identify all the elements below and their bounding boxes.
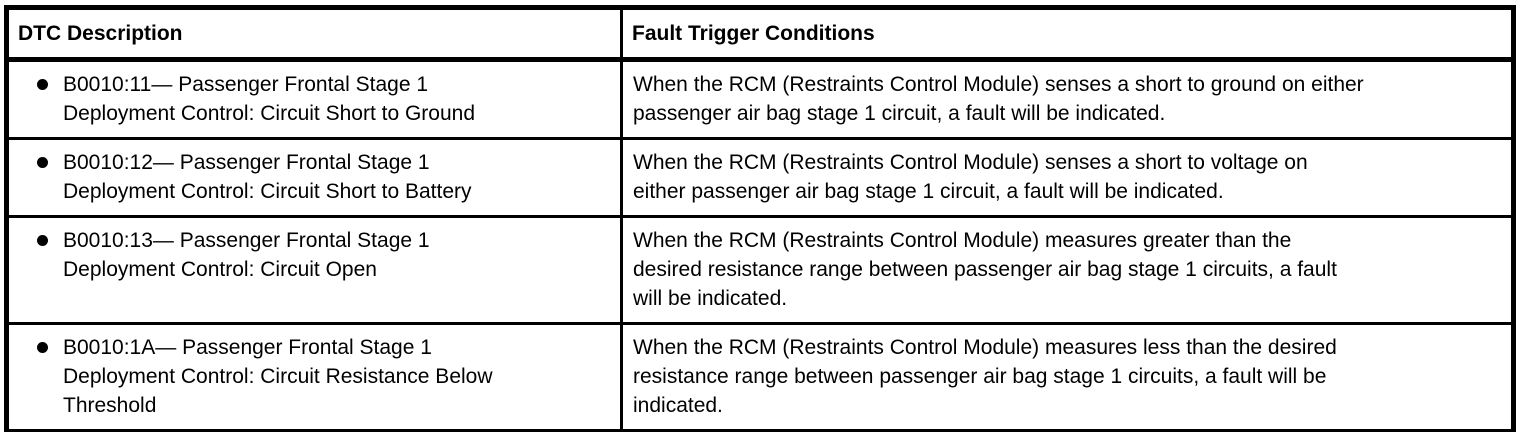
fault-condition-text: When the RCM (Restraints Control Module)…	[633, 151, 1308, 203]
column-header-fault-trigger-conditions: Fault Trigger Conditions	[620, 6, 1515, 62]
dtc-description-text: B0010:11— Passenger Frontal Stage 1 Depl…	[63, 73, 476, 125]
fault-cell-b0010-13: When the RCM (Restraints Control Module)…	[620, 215, 1515, 325]
bullet-icon	[37, 342, 48, 353]
dtc-cell-b0010-12: B0010:12— Passenger Frontal Stage 1 Depl…	[5, 137, 623, 218]
bullet-icon	[37, 235, 48, 246]
table-header-row: DTC Description Fault Trigger Conditions	[5, 6, 1515, 62]
dtc-cell-b0010-13: B0010:13— Passenger Frontal Stage 1 Depl…	[5, 215, 623, 325]
table-row: B0010:1A— Passenger Frontal Stage 1 Depl…	[5, 322, 1515, 432]
fault-cell-b0010-11: When the RCM (Restraints Control Module)…	[620, 58, 1515, 140]
fault-cell-b0010-12: When the RCM (Restraints Control Module)…	[620, 137, 1515, 218]
column-header-dtc-description: DTC Description	[5, 6, 623, 62]
table-row: B0010:12— Passenger Frontal Stage 1 Depl…	[5, 137, 1515, 218]
dtc-description-text: B0010:13— Passenger Frontal Stage 1 Depl…	[63, 229, 430, 281]
bullet-icon	[37, 157, 48, 168]
fault-condition-text: When the RCM (Restraints Control Module)…	[633, 336, 1337, 417]
dtc-description-text: B0010:12— Passenger Frontal Stage 1 Depl…	[63, 151, 472, 203]
dtc-fault-table: DTC Description Fault Trigger Conditions…	[4, 5, 1516, 432]
bullet-icon	[37, 79, 48, 90]
dtc-cell-b0010-1a: B0010:1A— Passenger Frontal Stage 1 Depl…	[5, 322, 623, 432]
table-row: B0010:13— Passenger Frontal Stage 1 Depl…	[5, 215, 1515, 325]
table-row: B0010:11— Passenger Frontal Stage 1 Depl…	[5, 58, 1515, 140]
fault-condition-text: When the RCM (Restraints Control Module)…	[633, 73, 1364, 125]
fault-condition-text: When the RCM (Restraints Control Module)…	[633, 229, 1337, 310]
fault-cell-b0010-1a: When the RCM (Restraints Control Module)…	[620, 322, 1515, 432]
dtc-description-text: B0010:1A— Passenger Frontal Stage 1 Depl…	[63, 336, 493, 417]
dtc-cell-b0010-11: B0010:11— Passenger Frontal Stage 1 Depl…	[5, 58, 623, 140]
